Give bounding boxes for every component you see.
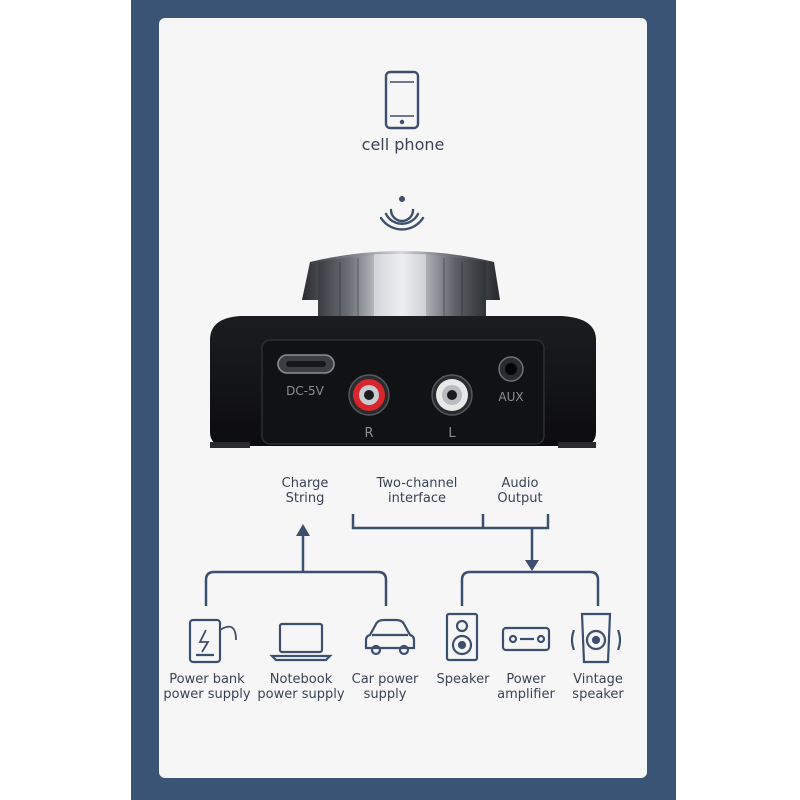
notebook-label: Notebook power supply	[257, 672, 345, 702]
wireless-signal-icon	[379, 196, 425, 231]
amplifier-icon	[501, 626, 551, 652]
rca-jack-white-icon	[431, 374, 473, 416]
vintage-speaker-icon	[570, 612, 622, 664]
car-power-label: Car power supply	[351, 672, 419, 702]
power-bank-icon	[188, 618, 237, 664]
speaker-icon	[445, 612, 479, 662]
volume-knob	[302, 251, 500, 320]
header-two-channel-interface: Two-channel interface	[376, 476, 458, 506]
usb-c-port-icon	[277, 354, 335, 374]
source-label: cell phone	[361, 135, 445, 154]
bt-receiver-device	[210, 316, 596, 448]
power-bank-label: Power bank power supply	[163, 672, 251, 702]
laptop-icon	[269, 622, 333, 662]
smartphone-icon	[384, 70, 420, 130]
speaker-label: Speaker	[436, 672, 490, 687]
port-label-l: L	[448, 426, 456, 441]
amplifier-label: Power amplifier	[497, 672, 555, 702]
port-label-dc5v: DC-5V	[286, 384, 325, 398]
aux-jack-icon	[498, 356, 524, 382]
port-label-r: R	[364, 426, 373, 441]
rca-jack-red-icon	[348, 374, 390, 416]
header-audio-output: Audio Output	[497, 476, 543, 506]
header-charge-string: Charge String	[281, 476, 329, 506]
connector-lines	[204, 514, 600, 606]
car-icon	[364, 618, 416, 656]
port-label-aux: AUX	[498, 390, 523, 404]
vintage-speaker-label: Vintage speaker	[572, 672, 624, 702]
